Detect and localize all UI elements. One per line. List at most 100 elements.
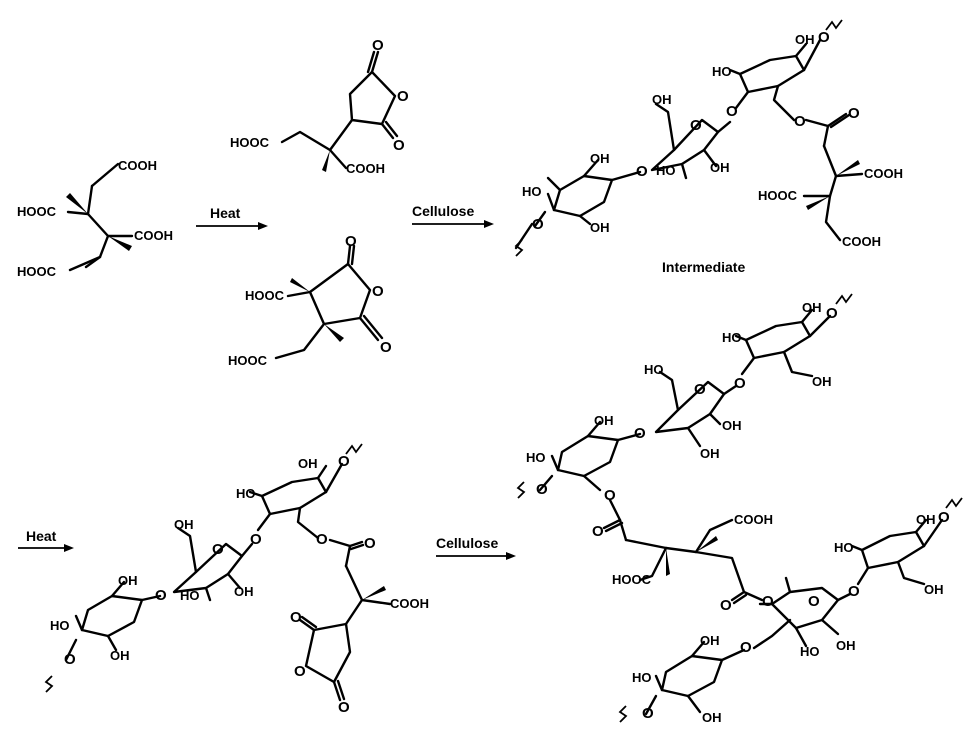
- ho-label: HO: [632, 670, 652, 685]
- oxygen-label: O: [604, 487, 616, 504]
- hooc-label: HOOC: [245, 288, 285, 303]
- oxygen-label: O: [536, 481, 548, 498]
- cooh-label: COOH: [390, 596, 429, 611]
- oxygen-label: O: [740, 639, 752, 656]
- oh-label: OH: [924, 582, 944, 597]
- oh-label: OH: [700, 633, 720, 648]
- oh-label: OH: [652, 92, 672, 107]
- oh-label: OH: [298, 456, 318, 471]
- oxygen-label: O: [726, 103, 738, 120]
- oxygen-label: O: [642, 705, 654, 722]
- ho-label: HO: [656, 163, 676, 178]
- cooh-label: COOH: [734, 512, 773, 527]
- anhydride-b-molecule: O O O HOOC HOOC: [228, 233, 392, 368]
- oh-label: OH: [234, 584, 254, 599]
- oh-label: OH: [590, 220, 610, 235]
- oxygen-label: O: [294, 663, 306, 680]
- oxygen-label: O: [762, 593, 774, 610]
- ho-label: HO: [180, 588, 200, 603]
- oxygen-label: O: [212, 541, 224, 558]
- oh-label: OH: [722, 418, 742, 433]
- hooc-label: HOOC: [612, 572, 652, 587]
- oh-label: OH: [812, 374, 832, 389]
- crosslinked-cellulose-molecule: OH HO O O O HO O OH OH O HO OH O OH O: [516, 293, 963, 725]
- oxygen-label: O: [338, 453, 350, 470]
- wavy-bond-icon: [835, 293, 853, 305]
- oh-label: OH: [836, 638, 856, 653]
- arrowhead-icon: [258, 222, 268, 230]
- cellulose-label: Cellulose: [436, 535, 498, 551]
- oxygen-label: O: [848, 105, 860, 122]
- heat-arrow-1: Heat: [196, 205, 268, 230]
- arrowhead-icon: [484, 220, 494, 228]
- cellulose-arrow-1: Cellulose: [412, 203, 494, 228]
- oh-label: OH: [594, 413, 614, 428]
- wavy-bond-icon: [516, 481, 526, 499]
- heat-label: Heat: [210, 205, 241, 221]
- heat-arrow-2: Heat: [18, 528, 74, 552]
- ho-label: HO: [800, 644, 820, 659]
- oxygen-label: O: [848, 583, 860, 600]
- anhydride-a-molecule: O O O HOOC COOH: [230, 37, 409, 176]
- oh-label: OH: [802, 300, 822, 315]
- wavy-bond-icon: [618, 705, 628, 723]
- hooc-label: HOOC: [17, 204, 57, 219]
- hooc-label: HOOC: [758, 188, 798, 203]
- hooc-label: HOOC: [228, 353, 268, 368]
- oxygen-label: O: [155, 587, 167, 604]
- wavy-bond-icon: [945, 497, 963, 509]
- oxygen-label: O: [338, 699, 350, 716]
- oxygen-label: O: [694, 381, 706, 398]
- oxygen-label: O: [397, 88, 409, 105]
- oh-label: OH: [702, 710, 722, 725]
- ho-label: HO: [722, 330, 742, 345]
- oxygen-label: O: [592, 523, 604, 540]
- oxygen-label: O: [720, 597, 732, 614]
- hooc-label: HOOC: [17, 264, 57, 279]
- oh-label: OH: [110, 648, 130, 663]
- oxygen-label: O: [250, 531, 262, 548]
- oxygen-label: O: [64, 651, 76, 668]
- hooc-label: HOOC: [230, 135, 270, 150]
- oh-label: OH: [916, 512, 936, 527]
- oh-label: OH: [710, 160, 730, 175]
- oh-label: OH: [174, 517, 194, 532]
- oh-label: OH: [795, 32, 815, 47]
- ho-label: HO: [236, 486, 256, 501]
- ho-label: HO: [50, 618, 70, 633]
- intermediate-molecule: OH HO OH O O OH O HO OH O HO OH O O O: [514, 19, 903, 275]
- oxygen-label: O: [372, 37, 384, 54]
- cellulose-anhydride-molecule: OH HO OH O O OH O HO OH O HO OH O O O: [44, 443, 429, 716]
- heat-label: Heat: [26, 528, 57, 544]
- oxygen-label: O: [316, 531, 328, 548]
- cooh-label: COOH: [346, 161, 385, 176]
- citric-acid-molecule: COOH HOOC COOH HOOC: [17, 158, 173, 279]
- cooh-label: COOH: [864, 166, 903, 181]
- oxygen-label: O: [826, 305, 838, 322]
- oxygen-label: O: [290, 609, 302, 626]
- oxygen-label: O: [734, 375, 746, 392]
- oxygen-label: O: [818, 29, 830, 46]
- oxygen-label: O: [634, 425, 646, 442]
- arrowhead-icon: [64, 544, 74, 552]
- oxygen-label: O: [364, 535, 376, 552]
- cooh-label: COOH: [118, 158, 157, 173]
- ho-label: HO: [834, 540, 854, 555]
- oxygen-label: O: [690, 117, 702, 134]
- oxygen-label: O: [372, 283, 384, 300]
- oh-label: OH: [590, 151, 610, 166]
- oxygen-label: O: [393, 137, 405, 154]
- oxygen-label: O: [532, 216, 544, 233]
- cellulose-label: Cellulose: [412, 203, 474, 219]
- oxygen-label: O: [380, 339, 392, 356]
- ho-label: HO: [522, 184, 542, 199]
- oxygen-label: O: [794, 113, 806, 130]
- cooh-label: COOH: [134, 228, 173, 243]
- ho-label: HO: [526, 450, 546, 465]
- oh-label: OH: [700, 446, 720, 461]
- oxygen-label: O: [938, 509, 950, 526]
- ho-label: HO: [712, 64, 732, 79]
- oh-label: OH: [118, 573, 138, 588]
